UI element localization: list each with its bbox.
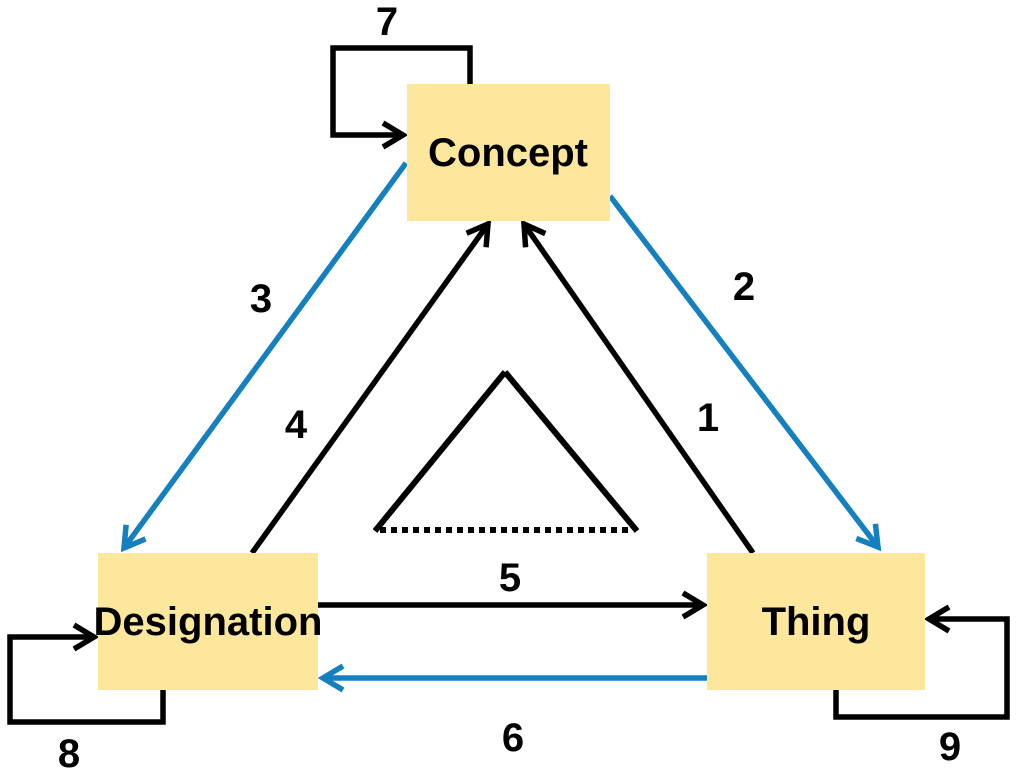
edge-3-concept-to-designation (120, 161, 409, 553)
edge-4-designation-to-concept (249, 219, 492, 555)
node-concept-box (407, 84, 610, 221)
edge-1-thing-to-concept (520, 219, 756, 555)
edge-1-number: 1 (697, 396, 719, 440)
inner-triangle-left-side (372, 370, 508, 533)
edge-5-number: 5 (499, 556, 521, 600)
edge-2-concept-to-thing (607, 194, 882, 552)
edge-8-number: 8 (58, 732, 80, 776)
node-designation-box (98, 553, 318, 690)
node-concept-label: Concept (428, 131, 588, 175)
edge-4-number: 4 (285, 403, 308, 447)
node-thing-label: Thing (762, 600, 871, 644)
edge-8-designation-self-loop (7, 622, 166, 725)
edge-9-number: 9 (939, 725, 961, 769)
node-thing-box (707, 553, 925, 690)
inner-triangle-right-side (502, 370, 640, 533)
edge-3-number: 3 (250, 277, 272, 321)
edge-9-thing-self-loop (833, 604, 1010, 720)
edge-2-number: 2 (733, 265, 755, 309)
node-designation-label: Designation (94, 600, 323, 644)
edge-6-number: 6 (502, 716, 524, 760)
edge-7-number: 7 (376, 0, 398, 44)
edge-7-concept-self-loop (330, 45, 473, 150)
